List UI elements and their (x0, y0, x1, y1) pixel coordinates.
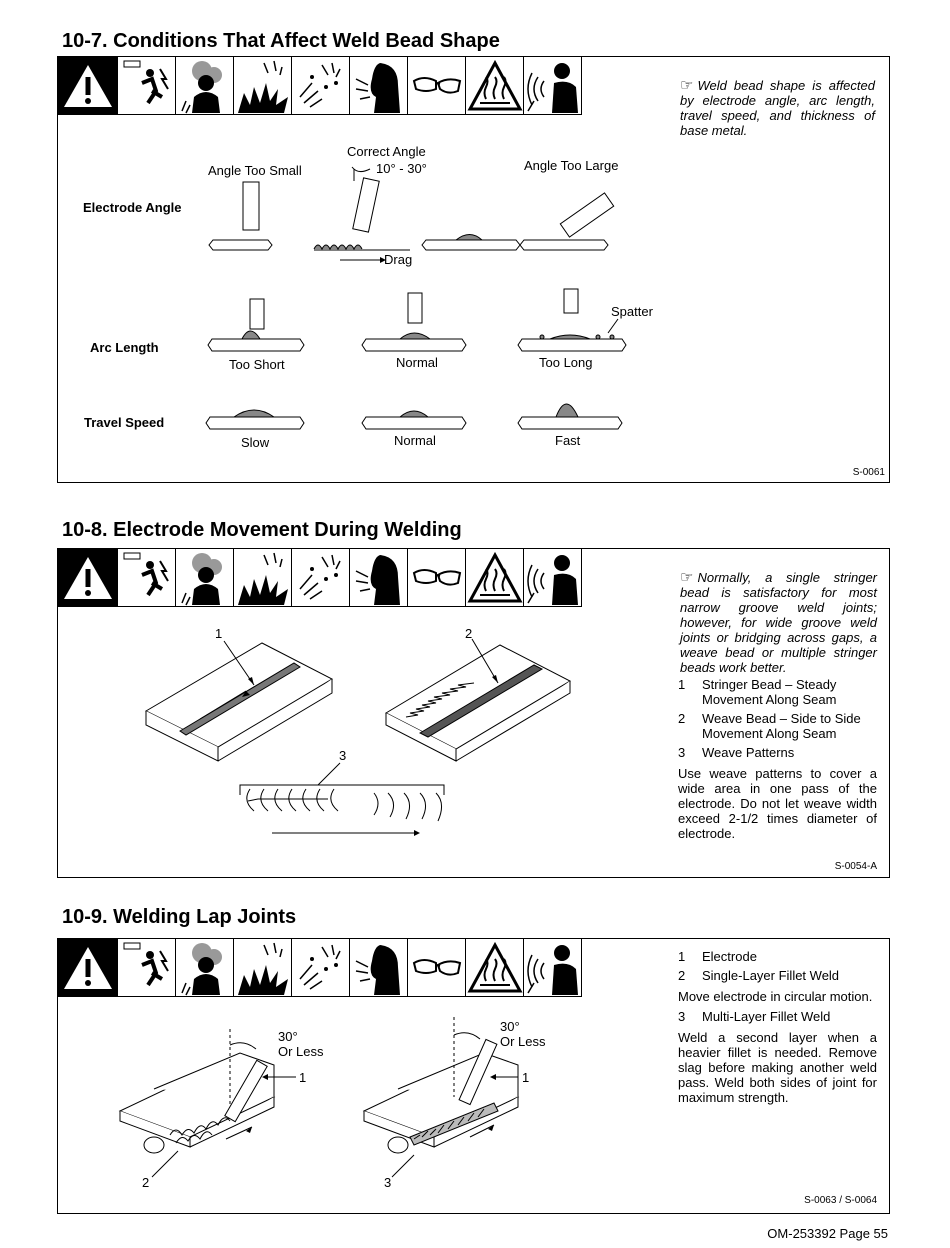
item-text: Movement Along Seam (702, 692, 837, 707)
sparks-icon (292, 57, 350, 115)
fumes-icon (176, 57, 234, 115)
pointing-hand-icon: ☞ (680, 569, 694, 586)
fumes-icon (176, 549, 234, 607)
warning-icon (58, 57, 118, 115)
slow-label: Slow (241, 435, 270, 450)
warning-icon (58, 939, 118, 997)
travel-speed-heading: Travel Speed (84, 415, 165, 430)
section-title: 10-7. Conditions That Affect Weld Bead S… (62, 30, 500, 52)
fire-explosion-icon (234, 549, 292, 607)
arc-rays-icon (524, 57, 582, 115)
list-item: 3 Weave Patterns (678, 745, 878, 761)
list-item: 2 Single-Layer Fillet Weld (678, 968, 878, 984)
fire-explosion-icon (234, 57, 292, 115)
callout-number: 2 (142, 1175, 150, 1190)
item-number: 1 (678, 949, 686, 964)
section-box: ☞Weld bead shape is affected by electrod… (57, 56, 890, 483)
hot-surface-icon (466, 549, 524, 607)
fumes-icon (176, 939, 234, 997)
callout-number: 3 (339, 748, 347, 763)
weave-instructions: Use weave patterns to cover a wide area … (678, 766, 877, 841)
angle-label: 30° (278, 1029, 298, 1044)
welding-helmet-icon (350, 57, 408, 115)
move-instruction: Move electrode in circular motion. (678, 989, 873, 1004)
item-number: 1 (678, 677, 686, 692)
page-footer: OM-253392 Page 55 (767, 1226, 888, 1241)
section-box: 1 Electrode 2 Single-Layer Fillet Weld M… (57, 938, 890, 1214)
hazard-icon-strip (58, 57, 582, 115)
spatter-label: Spatter (611, 304, 653, 319)
tip-note-text: Weld bead shape is affected by electrode… (680, 78, 875, 138)
angle-label: Or Less (278, 1044, 324, 1059)
section-title: 10-9. Welding Lap Joints (62, 906, 297, 928)
angle-label: 30° (500, 1019, 520, 1034)
normal-speed-label: Normal (394, 433, 436, 448)
section-box: ☞Normally, a single stringer bead is sat… (57, 548, 890, 878)
fire-explosion-icon (234, 939, 292, 997)
electric-shock-icon (118, 549, 176, 607)
angle-too-small-label: Angle Too Small (208, 163, 302, 178)
too-long-label: Too Long (539, 355, 593, 370)
sparks-icon (292, 549, 350, 607)
list-item: 2 Weave Bead – Side to Side Movement Alo… (678, 711, 878, 743)
item-text: Movement Along Seam (702, 726, 837, 741)
list-item: 3 Multi-Layer Fillet Weld (678, 1009, 878, 1025)
arc-length-heading: Arc Length (90, 340, 159, 355)
angle-too-large-label: Angle Too Large (524, 158, 619, 173)
welding-helmet-icon (350, 939, 408, 997)
safety-glasses-icon (408, 57, 466, 115)
angle-label: Or Less (500, 1034, 546, 1049)
normal-arc-label: Normal (396, 355, 438, 370)
hot-surface-icon (466, 939, 524, 997)
hazard-icon-strip (58, 549, 582, 607)
callout-number: 2 (465, 626, 473, 641)
fast-label: Fast (555, 433, 581, 448)
lap-joint-instructions: Weld a second layer when a heavier fille… (678, 1030, 877, 1105)
electrode-movement-diagrams (144, 638, 572, 836)
angle-range-label: 10° - 30° (376, 161, 427, 176)
electrode-angle-heading: Electrode Angle (83, 200, 182, 215)
item-number: 3 (678, 1009, 686, 1024)
figure-reference: S-0061 (852, 467, 885, 478)
callout-number: 1 (522, 1070, 530, 1085)
safety-glasses-icon (408, 549, 466, 607)
callout-number: 3 (384, 1175, 392, 1190)
weld-bead-diagrams (205, 166, 627, 430)
lap-joint-diagrams (118, 1017, 520, 1178)
item-text: Multi-Layer Fillet Weld (702, 1009, 831, 1024)
figure-reference: S-0054-A (834, 861, 877, 872)
welding-helmet-icon (350, 549, 408, 607)
section-title: 10-8. Electrode Movement During Welding (62, 519, 462, 541)
tip-note: ☞Weld bead shape is affected by electrod… (680, 78, 875, 138)
figure-reference: S-0063 / S-0064 (804, 1195, 877, 1206)
item-number: 2 (678, 968, 686, 983)
item-text: Stringer Bead – Steady (702, 677, 837, 692)
pointing-hand-icon: ☞ (680, 77, 694, 94)
item-number: 2 (678, 711, 686, 726)
hazard-icon-strip (58, 939, 582, 997)
tip-note-text: Normally, a single stringer bead is sati… (680, 570, 877, 675)
item-text: Single-Layer Fillet Weld (702, 968, 840, 983)
tip-note: ☞Normally, a single stringer bead is sat… (680, 570, 877, 675)
callout-number: 1 (299, 1070, 307, 1085)
hot-surface-icon (466, 57, 524, 115)
list-item: 1 Stringer Bead – Steady Movement Along … (678, 677, 878, 709)
item-text: Weave Patterns (702, 745, 795, 760)
warning-icon (58, 549, 118, 607)
correct-angle-label: Correct Angle (347, 144, 426, 159)
drag-label: Drag (384, 252, 413, 267)
arc-rays-icon (524, 939, 582, 997)
electric-shock-icon (118, 939, 176, 997)
safety-glasses-icon (408, 939, 466, 997)
arc-rays-icon (524, 549, 582, 607)
sparks-icon (292, 939, 350, 997)
item-text: Weave Bead – Side to Side (702, 711, 861, 726)
item-text: Electrode (702, 949, 757, 964)
electric-shock-icon (118, 57, 176, 115)
item-number: 3 (678, 745, 686, 760)
callout-number: 1 (215, 626, 223, 641)
too-short-label: Too Short (229, 357, 285, 372)
list-item: 1 Electrode (678, 949, 878, 965)
